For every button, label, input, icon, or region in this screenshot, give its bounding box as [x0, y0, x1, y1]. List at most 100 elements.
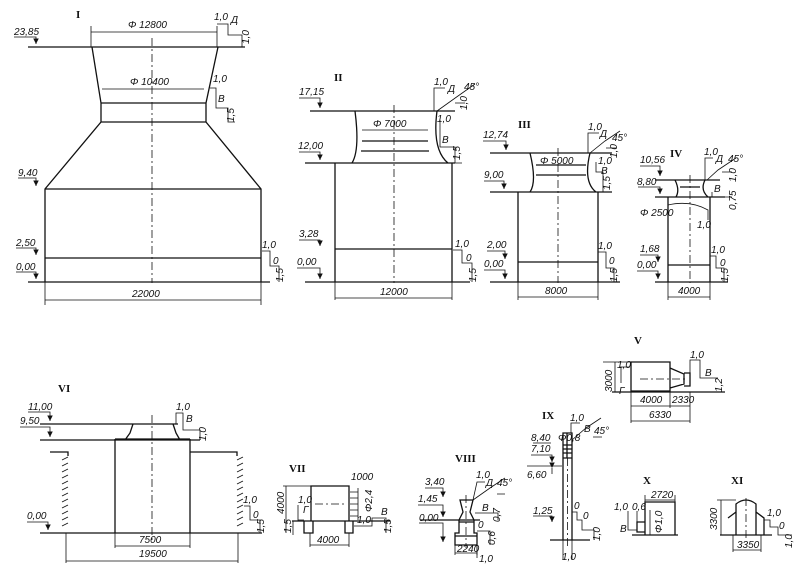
elevation: 0,00 — [419, 513, 439, 524]
note: 1,0 — [592, 527, 603, 541]
diameter: Φ 2500 — [640, 208, 674, 219]
elevation: 1,45 — [418, 494, 438, 505]
note: 1,0 — [262, 240, 276, 251]
diameter-top: Φ 12800 — [128, 20, 167, 31]
dimension: Φ2,4 — [364, 489, 375, 512]
soil-hatching — [61, 456, 244, 527]
elevation-marks: 11,00 9,50 0,00 — [20, 402, 53, 530]
note: В — [442, 135, 449, 146]
figure-label: IV — [670, 148, 682, 160]
note: 1,0 — [784, 534, 795, 548]
note: 1,0 — [198, 427, 209, 441]
elevation: 2,50 — [15, 238, 36, 249]
figure-II: II Φ 7000 12000 17,15 12,00 3,28 0,00 1,… — [297, 72, 479, 300]
base-width: 4000 — [678, 286, 701, 297]
note: 1,0 — [617, 360, 631, 371]
elevation: 7,10 — [531, 444, 551, 455]
note: 1,0 — [459, 96, 470, 110]
note: 1,0 — [434, 77, 448, 88]
note: 0,7 — [492, 508, 503, 522]
dimension: 1,5 — [283, 519, 294, 533]
elevation: 9,40 — [18, 168, 38, 179]
note: 0,75 — [728, 190, 739, 210]
figure-label: II — [334, 72, 343, 84]
note: 1,5 — [256, 519, 267, 533]
dimension: Φ1,0 — [654, 510, 665, 533]
elevation-marks: 8,40 7,10 6,60 1,25 — [527, 433, 562, 522]
base-width: 12000 — [380, 287, 408, 298]
figure-I: I Φ 12800 Φ 10400 22000 23,85 9,40 2,50 … — [13, 9, 286, 305]
elevation: 2,00 — [486, 240, 507, 251]
note: Д — [230, 15, 238, 26]
note: Г — [619, 386, 626, 397]
base-width: 22000 — [131, 289, 160, 300]
figure-label: III — [518, 119, 531, 131]
note: 1,5 — [275, 268, 286, 282]
note: 1,0 — [241, 30, 252, 44]
note: 0 — [466, 253, 472, 264]
figure-label: IX — [542, 410, 554, 422]
note: В — [482, 503, 489, 514]
diameter: Φ 7000 — [373, 119, 407, 130]
figure-III: III Φ 5000 8000 12,74 9,00 2,00 0,00 1,0… — [483, 119, 627, 300]
note: 0 — [574, 501, 580, 512]
note: 1,5 — [602, 176, 613, 190]
dimension: 4000 — [276, 491, 287, 514]
elevation: 0,00 — [637, 260, 657, 271]
dimension: 2240 — [456, 544, 480, 555]
note: 1,0 — [598, 241, 612, 252]
reference-notes: 1,0 Д 45° 1,0 1,0 В 1,5 1,0 0 1,5 — [433, 77, 479, 282]
note: В — [705, 368, 712, 379]
elevation: 6,60 — [527, 470, 547, 481]
note: В — [381, 507, 388, 518]
note: 1,5 — [226, 108, 237, 122]
note: В — [218, 94, 225, 105]
figure-label: X — [643, 475, 651, 487]
elevation: 1,68 — [640, 244, 660, 255]
note: 1,0 — [479, 554, 493, 565]
elevation: 0,00 — [297, 257, 317, 268]
figure-VII: VII 1000 4000 4000 1,5 Φ2,4 1,0 Г 1,0 В … — [276, 463, 394, 547]
elevation: 0,00 — [27, 511, 47, 522]
note: 0,6 — [487, 531, 498, 545]
note: 1,0 — [598, 156, 612, 167]
figure-label: V — [634, 335, 642, 347]
note: 1,5 — [609, 268, 620, 282]
elevation-marks: 17,15 12,00 3,28 0,00 — [297, 87, 324, 279]
figure-label: VIII — [455, 453, 476, 465]
figure-label: XI — [731, 475, 743, 487]
note: В — [186, 414, 193, 425]
note: 1,5 — [468, 268, 479, 282]
note: 0 — [583, 511, 589, 522]
note: 1,5 — [720, 268, 731, 282]
elevation: 12,74 — [483, 130, 508, 141]
elevation: 10,56 — [640, 155, 665, 166]
note: 1,0 — [697, 220, 711, 231]
figure-IX: IX 8,40 7,10 6,60 1,25 Φ0,8 1,0 В 45° 0 … — [527, 410, 609, 563]
note: В — [584, 424, 591, 435]
elevation-marks: 10,56 8,80 1,68 0,00 — [637, 155, 665, 279]
elevation-marks: 23,85 9,40 2,50 0,00 — [13, 27, 39, 279]
note: Д — [485, 478, 493, 489]
note: 45° — [594, 426, 609, 437]
note: В — [620, 524, 627, 535]
elevation: 1,25 — [533, 506, 553, 517]
dimension: 7500 — [139, 535, 162, 546]
note: 1,0 — [767, 508, 781, 519]
note: 0 — [609, 256, 615, 267]
note: 45° — [728, 154, 743, 165]
note: 1,5 — [452, 146, 463, 160]
note: 1,0 — [690, 350, 704, 361]
note: В — [601, 166, 608, 177]
note: 0 — [478, 520, 484, 531]
dimension: 2330 — [671, 395, 695, 406]
figure-XI: XI 3300 3350 1,0 0 1,0 — [709, 475, 795, 552]
note: 1,0 — [213, 74, 227, 85]
note: 0,6 — [632, 502, 646, 513]
note: 1,0 — [588, 122, 602, 133]
dimension: 6330 — [649, 410, 672, 421]
reference-notes: 1,0 Д 45° 1,0 1,0 В 1,5 1,0 0 1,5 — [587, 122, 627, 282]
figure-VI: VI 7500 19500 11,00 9,50 0,00 1,0 В 1,0 … — [20, 383, 267, 563]
note: 45° — [497, 478, 512, 489]
note: Г — [303, 505, 310, 516]
